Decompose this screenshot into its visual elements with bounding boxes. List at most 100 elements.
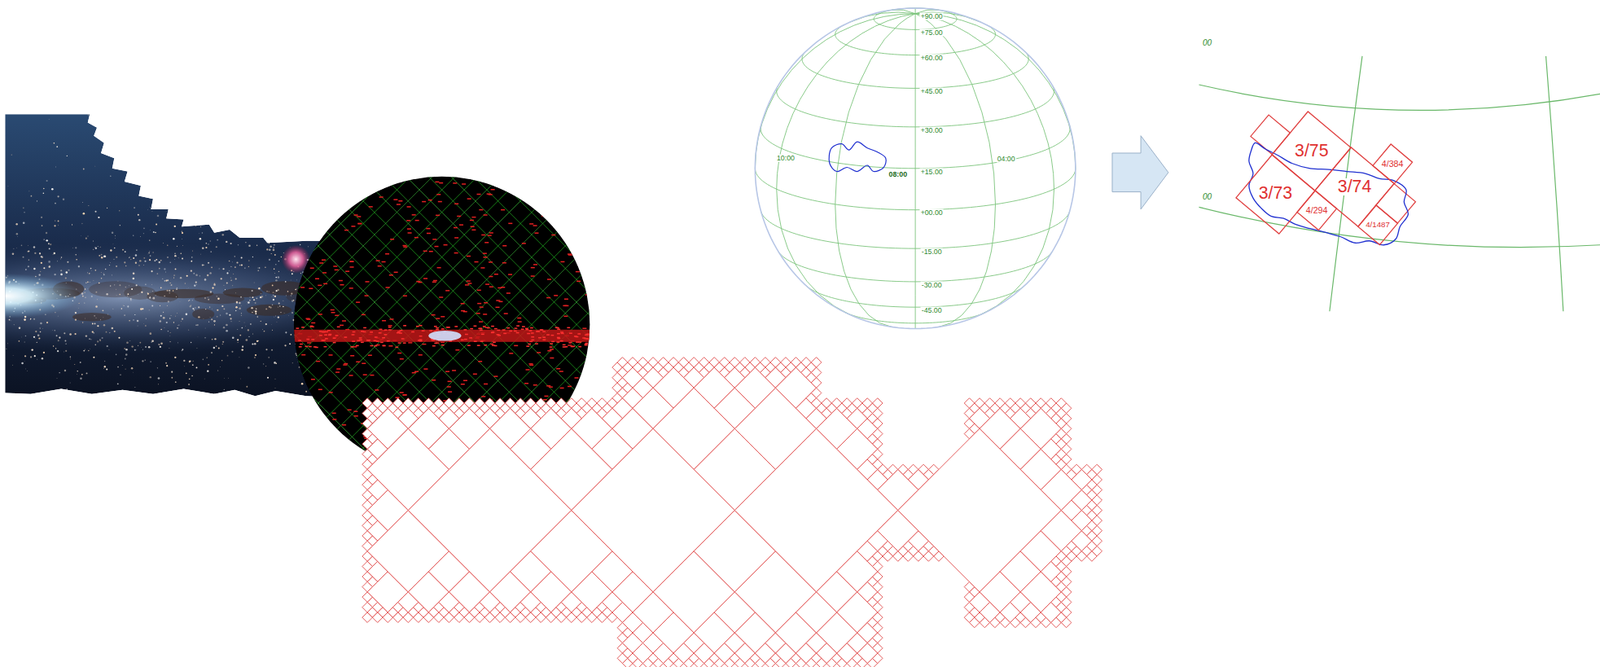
moc-cell bbox=[454, 612, 465, 623]
star bbox=[7, 185, 9, 188]
star bbox=[104, 365, 106, 368]
star bbox=[122, 249, 124, 251]
star bbox=[273, 267, 275, 269]
cell-mark bbox=[438, 182, 443, 185]
star bbox=[11, 401, 13, 403]
star bbox=[143, 227, 145, 229]
star bbox=[188, 209, 190, 211]
moc-cell bbox=[454, 398, 465, 409]
cell-mark bbox=[434, 181, 439, 184]
star bbox=[199, 275, 201, 277]
cell-mark bbox=[386, 340, 391, 342]
star bbox=[166, 364, 168, 367]
star bbox=[87, 272, 89, 275]
star bbox=[213, 283, 215, 285]
star bbox=[33, 267, 36, 271]
star bbox=[277, 306, 279, 307]
cell-mark bbox=[345, 270, 350, 272]
star bbox=[170, 282, 171, 284]
star bbox=[206, 369, 209, 372]
cell-mark bbox=[317, 284, 322, 287]
star bbox=[13, 393, 15, 395]
cell-mark bbox=[343, 363, 348, 365]
cell-mark bbox=[355, 301, 360, 303]
star bbox=[263, 330, 265, 332]
star bbox=[280, 256, 282, 258]
cell-mark bbox=[433, 342, 438, 345]
moc-cell bbox=[362, 510, 373, 522]
star bbox=[41, 255, 44, 259]
cell-mark bbox=[477, 328, 483, 330]
star bbox=[149, 376, 152, 378]
cell-mark bbox=[547, 278, 552, 281]
moc-cell bbox=[714, 387, 755, 429]
star bbox=[83, 212, 86, 215]
star bbox=[253, 310, 255, 312]
cell-mark bbox=[419, 335, 423, 338]
star bbox=[88, 281, 91, 284]
star bbox=[56, 260, 59, 263]
star bbox=[163, 295, 166, 298]
star bbox=[282, 299, 285, 302]
cell-mark bbox=[440, 315, 445, 318]
star bbox=[291, 216, 294, 219]
star bbox=[175, 315, 177, 317]
star bbox=[188, 383, 190, 386]
cell-mark bbox=[403, 295, 408, 298]
cell-mark bbox=[517, 317, 522, 320]
cell-mark bbox=[564, 346, 568, 348]
star bbox=[27, 245, 30, 247]
moc-cell bbox=[484, 612, 496, 623]
star bbox=[132, 235, 134, 237]
moc-cell bbox=[398, 591, 419, 613]
cell-mark bbox=[365, 280, 370, 283]
star bbox=[111, 327, 114, 330]
moc-cell bbox=[561, 407, 582, 429]
star bbox=[118, 293, 121, 296]
star bbox=[282, 194, 285, 197]
cell-mark bbox=[403, 245, 408, 248]
dust-lane bbox=[223, 288, 264, 299]
star bbox=[52, 396, 55, 399]
cell-mark bbox=[502, 262, 507, 264]
cell-mark bbox=[313, 346, 317, 348]
star bbox=[151, 210, 154, 213]
star bbox=[18, 326, 22, 329]
star bbox=[99, 338, 101, 341]
cell-mark bbox=[478, 209, 483, 211]
star bbox=[166, 256, 169, 259]
cell-mark bbox=[308, 346, 312, 348]
cell-mark bbox=[385, 286, 391, 289]
star bbox=[84, 349, 86, 351]
cell-mark bbox=[396, 203, 401, 206]
star bbox=[142, 232, 145, 235]
star bbox=[137, 214, 140, 216]
star bbox=[133, 206, 136, 209]
star bbox=[179, 253, 182, 255]
star bbox=[30, 355, 32, 358]
star bbox=[62, 197, 65, 200]
star bbox=[115, 256, 118, 259]
cell-mark bbox=[488, 261, 493, 264]
star bbox=[92, 330, 94, 333]
moc-cell bbox=[413, 398, 425, 409]
cell-mark bbox=[435, 317, 440, 320]
cell-mark bbox=[349, 261, 354, 264]
cell-mark bbox=[431, 339, 435, 342]
cell-mark bbox=[399, 329, 404, 332]
star bbox=[214, 324, 215, 325]
cell-mark bbox=[549, 346, 553, 348]
star bbox=[46, 239, 49, 242]
star bbox=[257, 197, 259, 200]
cell-mark bbox=[546, 385, 551, 387]
star bbox=[223, 326, 225, 329]
star bbox=[43, 267, 45, 269]
star bbox=[164, 280, 167, 282]
star bbox=[267, 232, 269, 235]
star bbox=[147, 253, 150, 255]
star bbox=[245, 385, 248, 388]
cell-mark bbox=[508, 352, 513, 355]
star bbox=[258, 267, 260, 268]
star bbox=[157, 376, 161, 380]
star bbox=[261, 297, 264, 299]
